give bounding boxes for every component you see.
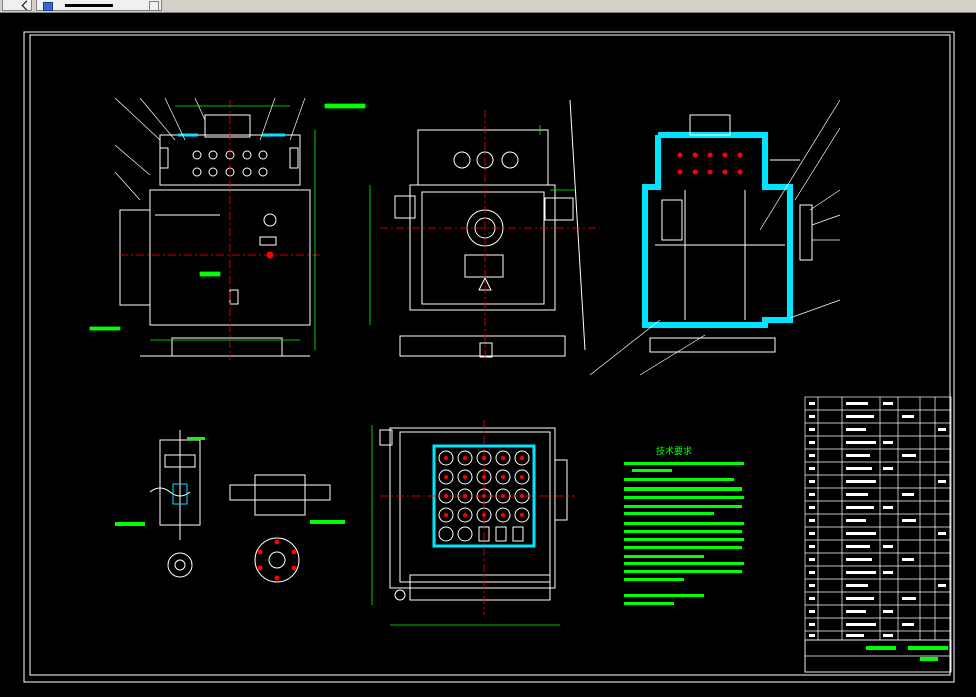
window-menu-icon (21, 0, 32, 11)
file-icon (43, 2, 53, 11)
parts-list-entries (809, 402, 946, 637)
detail-labels (115, 437, 345, 526)
detail-view-a (149, 430, 201, 578)
front-view-dimensions (89, 103, 366, 350)
parts-list-table (804, 396, 952, 673)
app-tab-bar (0, 0, 976, 13)
menu-tab[interactable] (2, 0, 32, 11)
front-view-leaders (114, 97, 306, 201)
front-view (119, 114, 311, 357)
side-view-dimensions (369, 125, 575, 325)
title-block (804, 639, 952, 673)
side-view-centerlines (380, 110, 600, 360)
file-tab[interactable] (36, 0, 162, 11)
outer-drawing-border (23, 31, 955, 683)
title-block-drawing-no (908, 646, 948, 650)
title-block-name (866, 646, 896, 650)
technical-requirements: 技术要求 (624, 445, 744, 605)
tech-requirements-title: 技术要求 (656, 445, 692, 457)
cad-drawing-canvas[interactable]: 技术要求 (0, 12, 976, 697)
plan-view (379, 427, 568, 601)
plan-view-dimensions (371, 425, 560, 626)
side-view (394, 99, 586, 358)
detail-view-b (229, 474, 331, 583)
plan-view-centerlines (380, 420, 575, 615)
tab-placeholder-text (65, 4, 113, 7)
section-view-leaders (589, 99, 841, 376)
section-view (642, 114, 813, 353)
terminal-grid-centers (444, 456, 524, 517)
front-view-centerlines (120, 100, 320, 360)
inner-drawing-border (29, 34, 951, 676)
close-icon[interactable] (149, 1, 159, 11)
